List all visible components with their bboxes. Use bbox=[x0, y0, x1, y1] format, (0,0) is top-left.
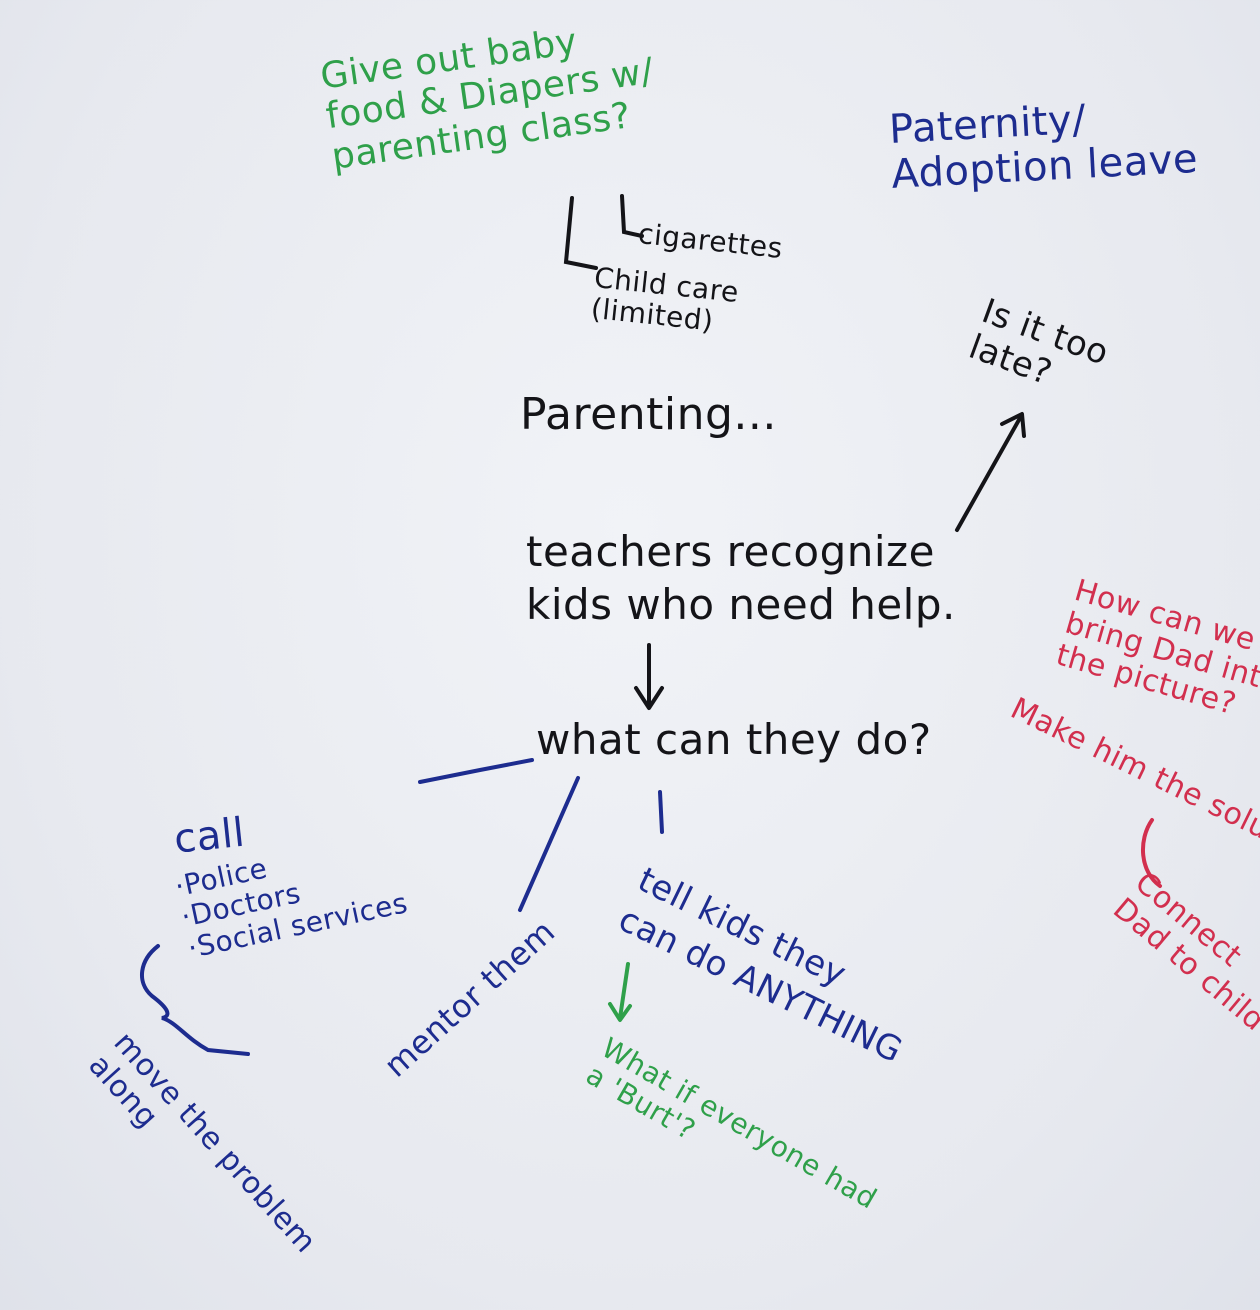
note-burt: What if everyone had a 'Burt'? bbox=[580, 1031, 883, 1242]
note-move-problem: move the problem along bbox=[81, 1025, 323, 1282]
note-teachers-line1: teachers recognize bbox=[526, 527, 935, 576]
note-what-can-they-do-text: what can they do? bbox=[536, 715, 932, 764]
branch-mid-stroke bbox=[518, 776, 580, 912]
note-cigarettes-text: cigarettes bbox=[636, 217, 785, 265]
note-teachers-line2: kids who need help. bbox=[526, 579, 956, 629]
note-baby-food: Give out baby food & Diapers w/ parentin… bbox=[318, 12, 662, 178]
note-child-care: Child care (limited) bbox=[589, 261, 740, 340]
note-move-problem-line1: move the problem bbox=[106, 1025, 323, 1260]
note-cigarettes: cigarettes bbox=[636, 217, 785, 265]
note-too-late: Is it too late? bbox=[964, 291, 1114, 409]
branch-left-stroke bbox=[418, 758, 534, 784]
green-arrow-stroke bbox=[618, 962, 630, 1020]
note-tell-kids: tell kids they can do ANYTHING bbox=[611, 858, 929, 1073]
note-move-problem-line2: along bbox=[81, 1047, 166, 1135]
note-call: call bbox=[171, 809, 248, 863]
note-mentor-text: mentor them bbox=[376, 912, 563, 1085]
green-arrow-head bbox=[608, 1002, 632, 1022]
note-burt-line2: a 'Burt'? bbox=[580, 1058, 701, 1148]
note-teachers: teachers recognize kids who need help. bbox=[526, 526, 956, 631]
note-mentor: mentor them bbox=[376, 912, 563, 1085]
note-paternity: Paternity/ Adoption leave bbox=[888, 92, 1199, 198]
note-burt-line1: What if everyone had bbox=[596, 1031, 883, 1216]
note-connect: Connect Dad to child bbox=[1107, 865, 1260, 1038]
note-what-can-they-do: what can they do? bbox=[536, 716, 932, 763]
arrow-down-head bbox=[634, 686, 664, 710]
note-parenting-text: Parenting... bbox=[520, 389, 777, 440]
note-call-text: call bbox=[171, 809, 248, 863]
note-dad-question: How can we bring Dad into the picture? bbox=[1052, 573, 1260, 732]
bracket-stroke bbox=[563, 196, 598, 270]
branch-right-stroke bbox=[658, 790, 664, 834]
arrow-up-stroke bbox=[955, 416, 1022, 532]
note-parenting: Parenting... bbox=[520, 389, 777, 440]
arrow-up-head bbox=[1000, 412, 1026, 438]
